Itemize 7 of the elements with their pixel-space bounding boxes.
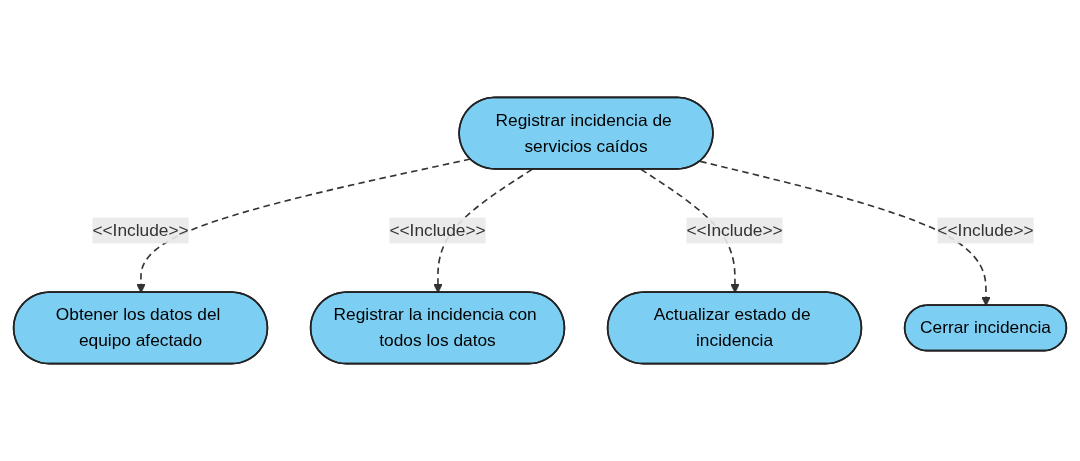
arrow	[699, 160, 991, 307]
edge-label: <<Include>>	[92, 220, 189, 240]
edge-label: <<Include>>	[937, 220, 1034, 240]
edge-label: <<Include>>	[686, 220, 783, 240]
arrow	[640, 168, 740, 294]
arrow	[433, 168, 533, 294]
edge-label: <<Include>>	[389, 220, 486, 240]
